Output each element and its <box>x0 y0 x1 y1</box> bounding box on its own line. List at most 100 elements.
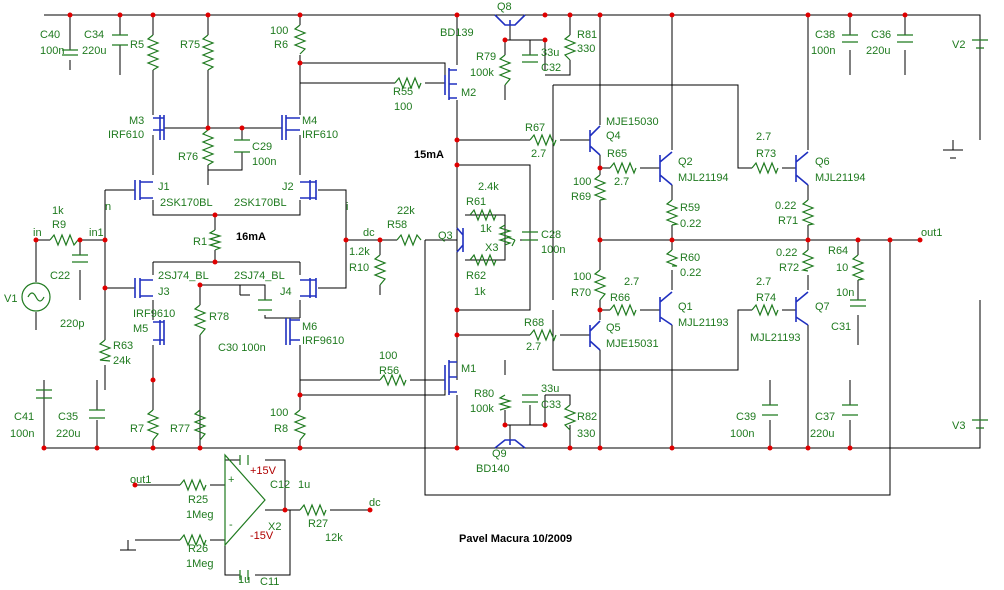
label-r7: R7 <box>130 423 144 435</box>
label-c31: C31 <box>831 321 851 333</box>
label-out1a: out1 <box>921 227 942 239</box>
label-c28: C28 <box>541 229 561 241</box>
label-m3t: IRF610 <box>108 129 144 141</box>
label-q7: Q7 <box>815 301 830 313</box>
label-r77: R77 <box>170 423 190 435</box>
label-m15a: -15V <box>250 530 274 542</box>
label-r81: R81 <box>577 29 597 41</box>
label-q7t: MJL21193 <box>750 332 801 344</box>
label-q1t: MJL21193 <box>678 317 729 329</box>
label-r80: R80 <box>474 388 494 400</box>
label-q2: Q2 <box>678 156 693 168</box>
label-r9v: 1k <box>52 205 64 217</box>
label-r55: R55 <box>393 86 413 98</box>
label-r62: R62 <box>466 270 486 282</box>
label-r1: R1 <box>193 236 207 248</box>
label-n_i: i <box>346 201 348 213</box>
label-c38: C38 <box>815 29 835 41</box>
label-r68: R68 <box>524 317 544 329</box>
components <box>21 24 988 580</box>
label-x3v: 1k <box>480 223 492 235</box>
label-q5: Q5 <box>606 322 621 334</box>
label-r78: R78 <box>209 311 229 323</box>
label-r71v: 0.22 <box>775 200 796 212</box>
label-r58: R58 <box>387 219 407 231</box>
label-r60: R60 <box>680 252 700 264</box>
label-mje15030: MJE15030 <box>606 116 659 128</box>
label-j3: J3 <box>158 286 170 298</box>
label-r64v: 10 <box>836 262 848 274</box>
label-r81v: 330 <box>577 43 595 55</box>
label-r27v: 12k <box>325 532 343 544</box>
label-r73: R73 <box>756 148 776 160</box>
label-dc2: dc <box>369 497 381 509</box>
label-j4t: 2SJ74_BL <box>234 270 285 282</box>
label-c11v: 1u <box>238 574 250 586</box>
wires <box>35 14 981 576</box>
label-r10v: 1.2k <box>349 246 370 258</box>
label-c12v: 1u <box>298 479 310 491</box>
label-c12: C12 <box>270 479 290 491</box>
label-v2: V2 <box>952 39 965 51</box>
label-r8: R8 <box>274 423 288 435</box>
label-c33b: 33u <box>541 383 559 395</box>
label-r9: R9 <box>52 219 66 231</box>
label-bd139: BD139 <box>440 27 474 39</box>
label-r26v: 1Meg <box>186 558 214 570</box>
label-r64: R64 <box>828 245 848 257</box>
label-j3t: 2SJ74_BL <box>158 270 209 282</box>
label-m4: M4 <box>302 115 317 127</box>
label-c30: C30 100n <box>218 342 266 354</box>
label-m3: M3 <box>129 115 144 127</box>
label-r60v: 0.22 <box>680 267 701 279</box>
label-r63v: 24k <box>113 355 131 367</box>
label-r25: R25 <box>188 494 208 506</box>
label-in1: in1 <box>89 227 104 239</box>
label-r56: R56 <box>379 365 399 377</box>
label-v3: V3 <box>952 420 965 432</box>
label-r79v: 100k <box>470 67 494 79</box>
label-q9: Q9 <box>492 448 507 460</box>
opamp-minus: - <box>229 519 233 531</box>
label-m6t: IRF9610 <box>302 335 344 347</box>
label-q8: Q8 <box>497 1 512 13</box>
label-i15: 15mA <box>414 149 444 161</box>
label-r55v: 100 <box>394 101 412 113</box>
label-r69v: 100 <box>573 176 591 188</box>
label-r82v: 330 <box>577 428 595 440</box>
label-c39v: 100n <box>730 428 754 440</box>
label-q6t: MJL21194 <box>815 172 866 184</box>
label-c35: C35 <box>58 411 78 423</box>
label-r70: R70 <box>571 287 591 299</box>
label-c38v: 100n <box>811 45 835 57</box>
label-i16: 16mA <box>236 231 266 243</box>
label-q6: Q6 <box>815 156 830 168</box>
rail-labels: +15V-15V <box>250 465 277 542</box>
label-mje15031: MJE15031 <box>606 338 659 350</box>
label-n_n: n <box>105 201 111 213</box>
label-m5t: IRF9610 <box>133 308 175 320</box>
label-r56v: 100 <box>379 350 397 362</box>
label-r61v: 2.4k <box>478 181 499 193</box>
label-j1t: 2SK170BL <box>160 197 213 209</box>
label-c37v: 220u <box>810 428 834 440</box>
label-r25v: 1Meg <box>186 509 214 521</box>
label-q3: Q3 <box>438 230 453 242</box>
label-c37: C37 <box>815 411 835 423</box>
semiconductors <box>134 14 809 449</box>
label-c33a: 33u <box>541 47 559 59</box>
label-r66v: 2.7 <box>624 276 639 288</box>
label-c39: C39 <box>736 411 756 423</box>
label-r68v: 2.7 <box>526 341 541 353</box>
label-r63: R63 <box>113 340 133 352</box>
label-r79: R79 <box>476 51 496 63</box>
label-r71: R71 <box>778 215 798 227</box>
label-c22: C22 <box>50 270 70 282</box>
label-dc1: dc <box>363 227 375 239</box>
opamp-plus: + <box>228 474 234 486</box>
label-r61: R61 <box>466 196 486 208</box>
label-r65: R65 <box>607 148 627 160</box>
label-r26: R26 <box>188 543 208 555</box>
label-r80v: 100k <box>470 403 494 415</box>
